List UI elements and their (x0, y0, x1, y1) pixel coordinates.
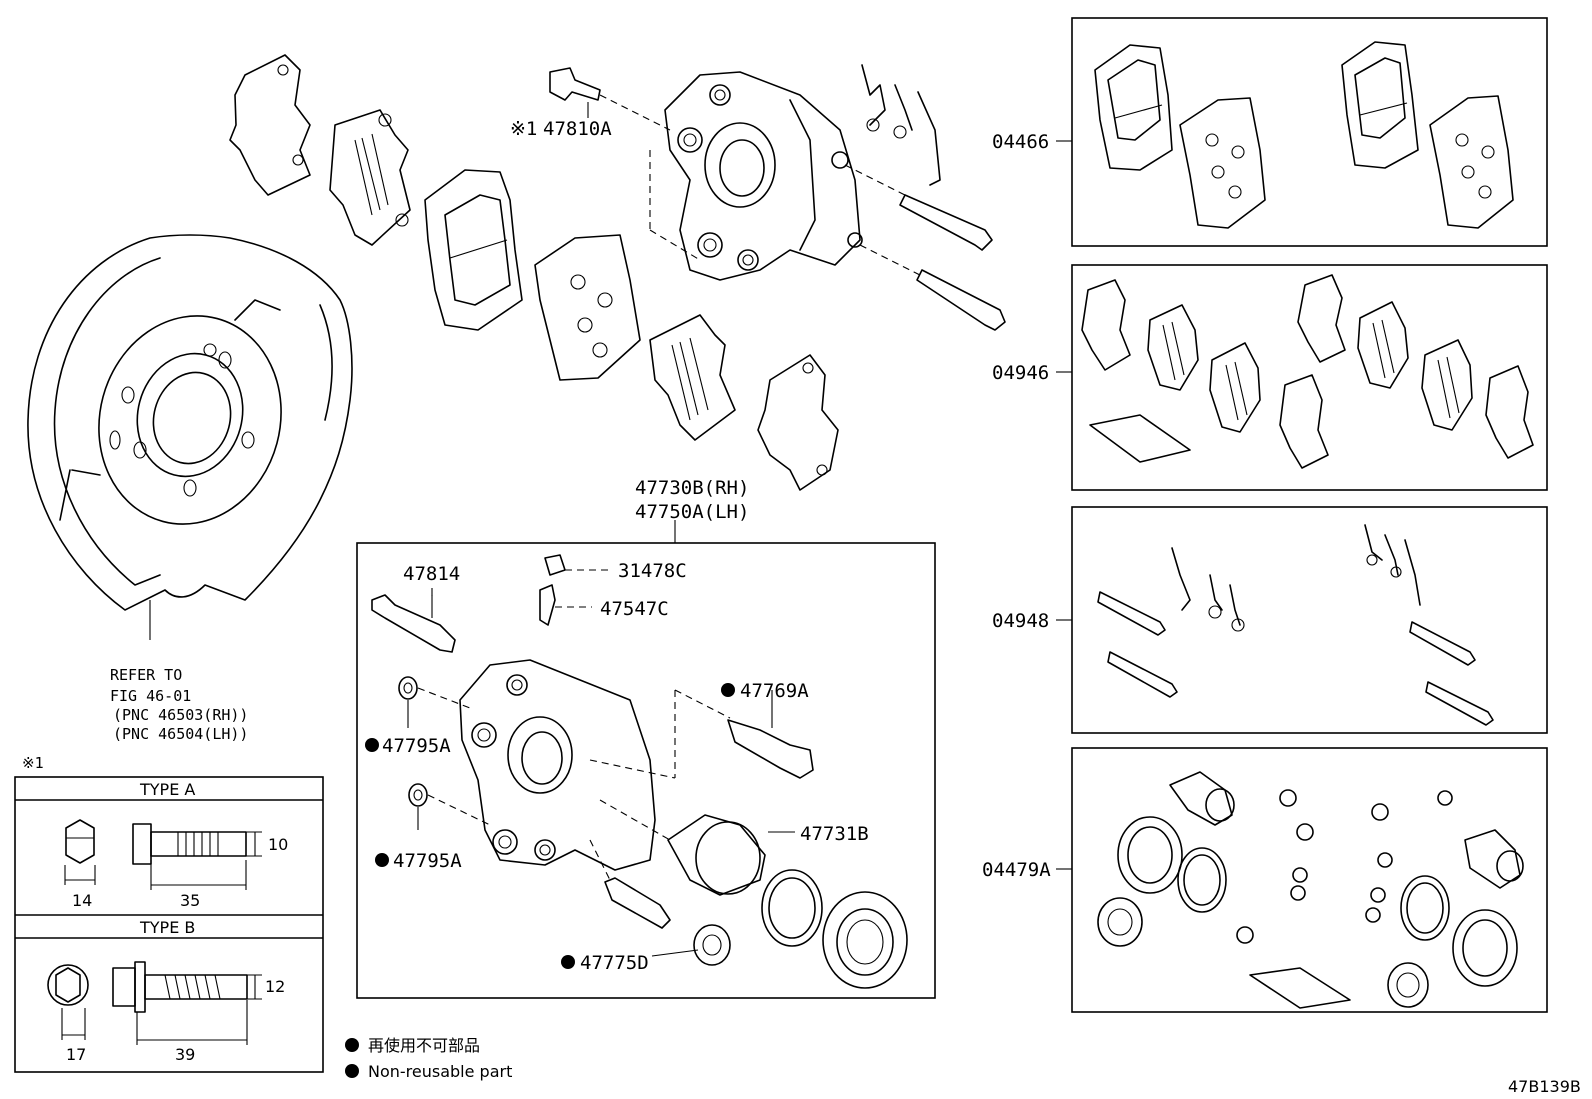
legend-dot-en (345, 1064, 359, 1078)
part-label-47547C[interactable]: 47547C (600, 598, 669, 620)
caliper-body-illustration (371, 554, 908, 989)
refer-line-3: (PNC 46503(RH)) (113, 706, 248, 724)
bolt-type-table (14, 776, 324, 1073)
legend-en: Non-reusable part (368, 1062, 512, 1081)
type-b-length: 39 (175, 1045, 195, 1064)
non-reusable-dot-47795A-2 (375, 853, 389, 867)
kit-04948-illustration (1097, 524, 1494, 726)
type-a-height: 10 (268, 835, 288, 854)
legend-jp: 再使用不可部品 (368, 1036, 480, 1055)
bolt-note-marker: ※1 (510, 118, 537, 140)
diagram-code: 47B139B (1508, 1077, 1581, 1096)
part-label-47795A-2[interactable]: 47795A (393, 850, 462, 872)
part-label-47731B[interactable]: 47731B (800, 823, 869, 845)
part-label-47769A[interactable]: 47769A (740, 680, 809, 702)
refer-line-1: REFER TO (110, 666, 182, 684)
kit-box-04946 (1071, 264, 1548, 491)
kit-04479A-illustration (1097, 771, 1524, 1009)
part-label-31478C[interactable]: 31478C (618, 560, 687, 582)
non-reusable-dot-47795A-1 (365, 738, 379, 752)
part-label-47810A[interactable]: 47810A (543, 118, 612, 140)
caliper-label-rh[interactable]: 47730B(RH) (635, 477, 749, 499)
legend-dot-jp (345, 1038, 359, 1052)
refer-line-4: (PNC 46504(LH)) (113, 725, 248, 743)
part-label-47814[interactable]: 47814 (403, 563, 460, 585)
kit-label-04946[interactable]: 04946 (992, 362, 1049, 384)
part-label-47795A-1[interactable]: 47795A (382, 735, 451, 757)
kit-box-04466 (1071, 17, 1548, 247)
part-label-47775D[interactable]: 47775D (580, 952, 649, 974)
kit-04466-illustration (1094, 41, 1514, 229)
non-reusable-dot-47769A (721, 683, 735, 697)
kit-label-04948[interactable]: 04948 (992, 610, 1049, 632)
pad-shims-illustration (229, 54, 839, 491)
caliper-mount-illustration (549, 64, 1006, 331)
type-a-length: 35 (180, 891, 200, 910)
type-b-title: TYPE B (139, 918, 195, 937)
leader-47775D (651, 949, 699, 957)
type-b-height: 12 (265, 977, 285, 996)
kit-box-04948 (1071, 506, 1548, 734)
kit-label-04466[interactable]: 04466 (992, 131, 1049, 153)
caliper-assembly-box (356, 542, 936, 999)
dust-shield-illustration (27, 234, 353, 640)
kit-box-04479A (1071, 747, 1548, 1013)
type-b-width: 17 (66, 1045, 86, 1064)
caliper-label-lh[interactable]: 47750A(LH) (635, 501, 749, 523)
type-table-note: ※1 (22, 754, 44, 772)
non-reusable-dot-47775D (561, 955, 575, 969)
type-a-title: TYPE A (139, 780, 195, 799)
type-a-width: 14 (72, 891, 92, 910)
refer-line-2: FIG 46-01 (110, 687, 191, 705)
kit-04946-illustration (1081, 274, 1534, 469)
kit-label-04479A[interactable]: 04479A (982, 859, 1051, 881)
